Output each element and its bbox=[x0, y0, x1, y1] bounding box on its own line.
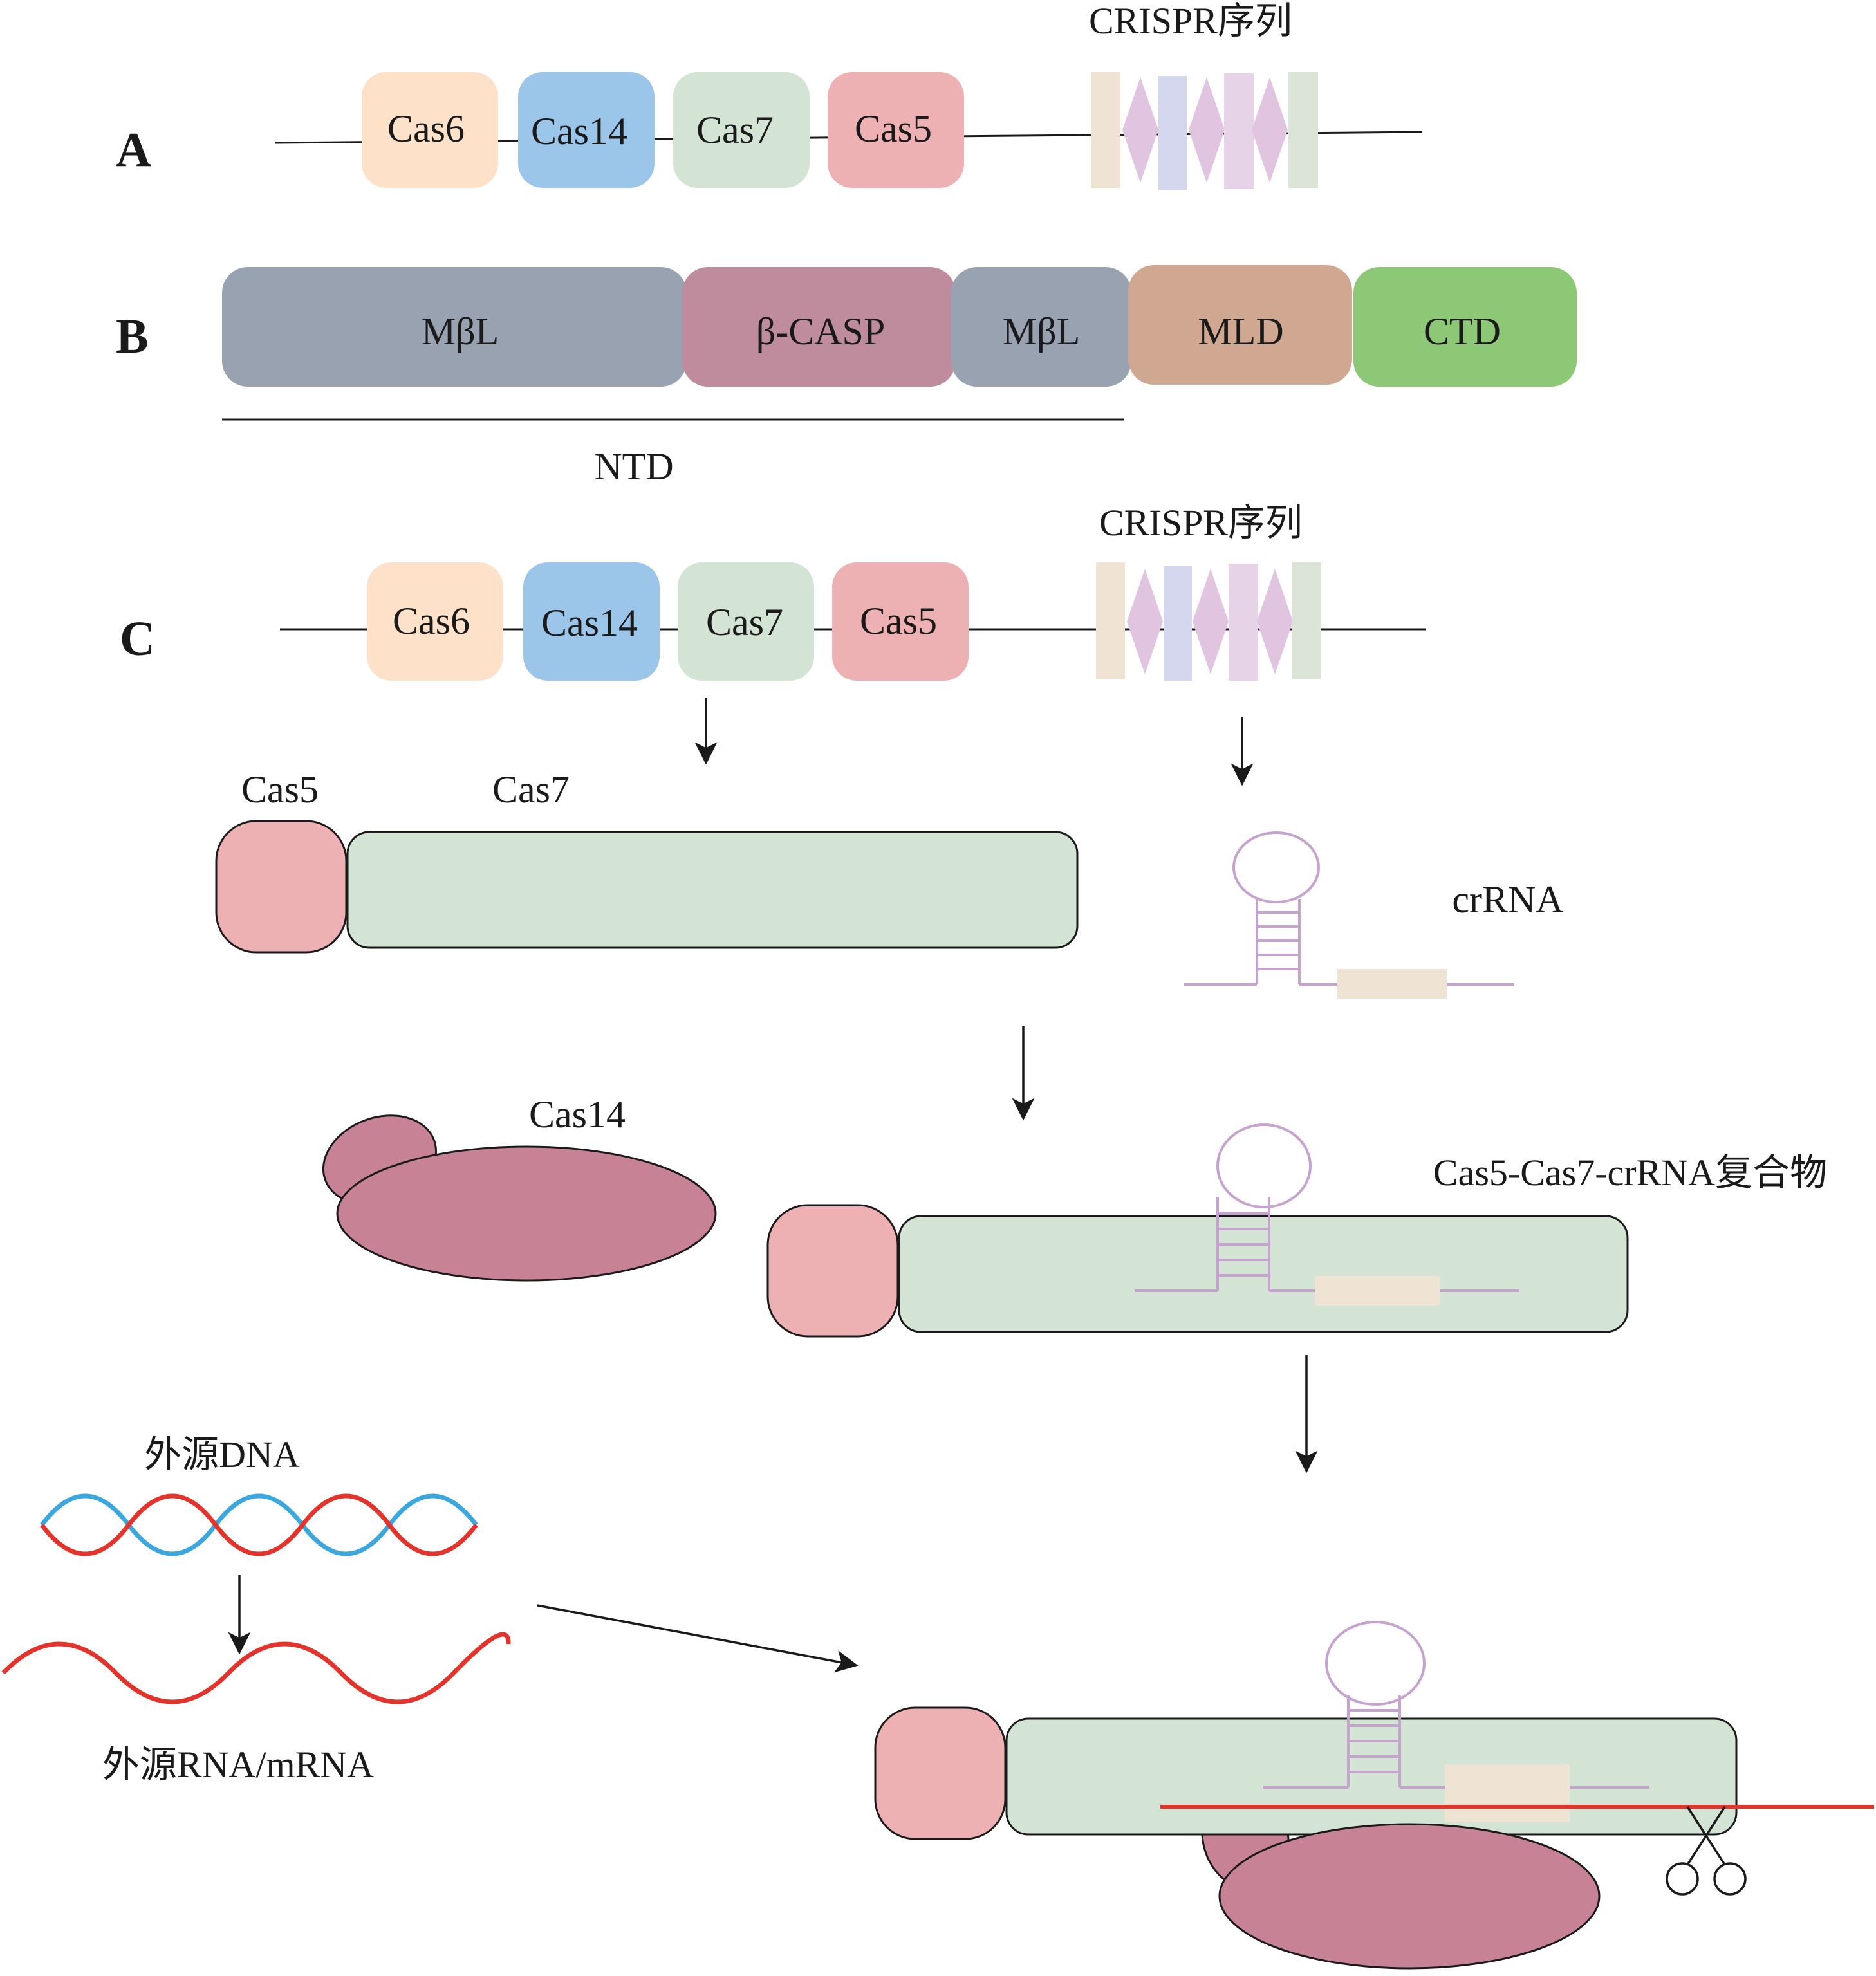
gene-label-cas14-c: Cas14 bbox=[541, 602, 638, 644]
cas5-protein-label: Cas5 bbox=[241, 768, 319, 811]
cas14-protein-label: Cas14 bbox=[529, 1093, 626, 1136]
domain-ctd bbox=[1353, 267, 1577, 387]
gene-label-cas6-a: Cas6 bbox=[387, 107, 465, 150]
domain-mld bbox=[1128, 265, 1352, 385]
gene-cas5-c bbox=[832, 562, 969, 681]
foreign-rna-wave bbox=[1, 1632, 511, 1704]
gene-label-cas7-a: Cas7 bbox=[696, 109, 774, 151]
gene-cas6-c bbox=[367, 562, 503, 681]
domain-label-mbl-1: MβL bbox=[422, 310, 499, 353]
gene-cas14-c bbox=[523, 562, 660, 681]
panel-letter-c: C bbox=[120, 612, 155, 666]
complex-label: Cas5-Cas7-crRNA复合物 bbox=[1433, 1152, 1827, 1194]
gene-cas14-a bbox=[518, 72, 655, 188]
gene-cas5-a bbox=[828, 72, 964, 188]
complex-spacer bbox=[1315, 1276, 1440, 1306]
domain-label-mld: MLD bbox=[1198, 310, 1283, 353]
target-complex bbox=[874, 1621, 1874, 1970]
foreign-dna-label: 外源DNA bbox=[144, 1434, 300, 1475]
gene-label-cas5-a: Cas5 bbox=[855, 107, 932, 150]
crrna-label: crRNA bbox=[1452, 878, 1563, 921]
cas14-protein bbox=[322, 1114, 717, 1282]
target-cas14-body bbox=[1218, 1823, 1601, 1970]
target-cas5 bbox=[874, 1706, 1007, 1840]
gene-label-cas6-c: Cas6 bbox=[393, 600, 470, 642]
panel-c: C Cas6 Cas14 Cas7 Cas5 CRISPR序列 Cas5 Cas… bbox=[1, 502, 1874, 1970]
gene-cas7-a bbox=[673, 72, 810, 188]
domain-label-mbl-2: MβL bbox=[1003, 310, 1081, 353]
panel-letter-a: A bbox=[116, 123, 151, 177]
cas7-protein-label: Cas7 bbox=[492, 768, 570, 811]
domain-mbl-1 bbox=[222, 267, 687, 387]
target-spacer bbox=[1445, 1764, 1570, 1822]
cas7-protein bbox=[346, 831, 1079, 949]
crispr-label-c: CRISPR序列 bbox=[1099, 502, 1303, 544]
foreign-dna-helix bbox=[40, 1493, 478, 1556]
arrow-rna-to-target bbox=[537, 1604, 859, 1673]
target-cas7 bbox=[1005, 1717, 1738, 1836]
crrna-spacer bbox=[1337, 969, 1447, 999]
panel-a: A Cas6 Cas14 Cas7 Cas5 CRISPR序列 bbox=[116, 0, 1423, 190]
gene-cas7-c bbox=[678, 562, 814, 681]
gene-label-cas7-c: Cas7 bbox=[706, 601, 783, 643]
cas5-protein bbox=[215, 820, 348, 954]
gene-label-cas5-c: Cas5 bbox=[860, 600, 937, 642]
crispr-label-a: CRISPR序列 bbox=[1089, 0, 1292, 42]
panel-letter-b: B bbox=[116, 309, 149, 364]
crispr-array-a bbox=[1091, 72, 1318, 190]
scissors-icon bbox=[1666, 1806, 1747, 1896]
domain-label-ctd: CTD bbox=[1424, 310, 1501, 353]
ntd-label: NTD bbox=[594, 445, 673, 488]
complex-cas5 bbox=[766, 1204, 899, 1338]
gene-label-cas14-a: Cas14 bbox=[531, 110, 627, 152]
domain-label-b-casp: β-CASP bbox=[756, 310, 886, 353]
foreign-rna-label: 外源RNA/mRNA bbox=[102, 1744, 374, 1786]
crispr-array-c bbox=[1096, 562, 1321, 681]
gene-cas6-a bbox=[362, 72, 498, 188]
domain-mbl-2 bbox=[951, 267, 1131, 387]
domain-b-casp bbox=[682, 267, 956, 387]
panel-b: B MβL β-CASP MβL MLD CTD NTD bbox=[116, 265, 1577, 488]
